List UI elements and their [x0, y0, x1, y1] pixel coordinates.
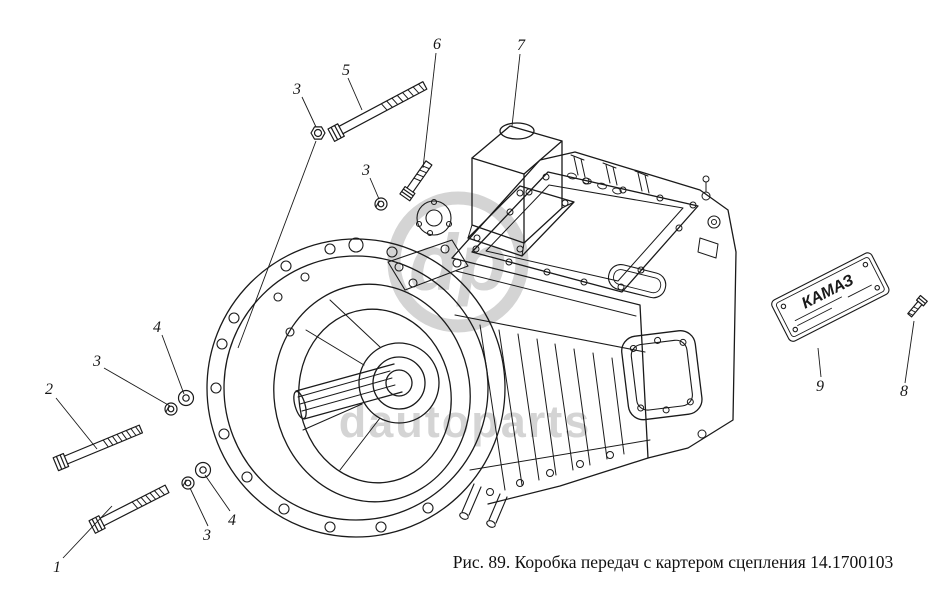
nameplate: КАМАЗ: [771, 252, 890, 342]
callout-4b: 4: [228, 512, 236, 529]
housing-webs: [302, 299, 381, 471]
callout-6: 6: [433, 36, 441, 53]
callout-1: 1: [53, 559, 61, 576]
leader-3c: [237, 96, 317, 349]
oil-holes: [567, 172, 622, 195]
leader-1: [62, 505, 113, 559]
input-shaft: [293, 342, 440, 424]
figure-caption: Рис. 89. Коробка передач с картером сцеп…: [453, 552, 894, 572]
leader-7: [511, 53, 521, 127]
leader-6: [422, 52, 437, 169]
front-pad: [387, 239, 469, 291]
leader-9: [817, 347, 822, 378]
top-studs: [570, 154, 650, 194]
clutch-housing: [206, 237, 506, 538]
callout-8: 8: [900, 383, 908, 400]
spring-washer-3a: [164, 402, 178, 416]
leader-2: [55, 397, 98, 450]
spring-washer-3d: [374, 197, 388, 211]
bolt-6: [399, 160, 433, 202]
ribs: [479, 324, 625, 491]
breather: [701, 175, 711, 201]
nameplate-brand: КАМАЗ: [799, 272, 857, 313]
callout-leaders: [55, 52, 915, 559]
bolt-5: [327, 81, 428, 142]
flange-bolt-holes: [210, 243, 434, 533]
bearing-flange: [415, 198, 453, 237]
spring-washer-3c: [310, 126, 326, 140]
flat-washer-4b: [194, 461, 212, 479]
spring-washer-3b: [181, 476, 195, 490]
pto-opening-top: [607, 263, 667, 299]
callout-5: 5: [342, 62, 350, 79]
leader-3b: [189, 487, 209, 527]
callout-3a: 3: [92, 353, 101, 370]
flat-washer-4a: [177, 389, 195, 407]
leader-8: [904, 320, 915, 384]
watermark-logo-icon: dp: [387, 191, 529, 333]
leader-3d: [369, 177, 380, 200]
callout-9: 9: [816, 378, 824, 395]
bottom-flange-bolts: [486, 451, 614, 496]
callout-3d: 3: [361, 162, 370, 179]
leader-4a: [161, 334, 185, 395]
shift-tower-cover: [467, 122, 575, 257]
leader-4b: [204, 474, 231, 512]
lower-studs: [459, 483, 508, 528]
callout-4a: 4: [153, 319, 161, 336]
screw-8: [907, 294, 928, 318]
leader-3a: [103, 367, 171, 407]
inspection-cover: [621, 330, 703, 421]
callout-3c: 3: [292, 81, 301, 98]
top-cover-plate: [471, 171, 699, 293]
gearbox-body: [387, 151, 737, 528]
watermark-text: dautoparts: [339, 396, 592, 447]
nameplate-fine-print-lines: [794, 284, 872, 326]
bolt-1: [88, 484, 170, 534]
leader-5: [347, 77, 363, 111]
callout-7: 7: [517, 37, 526, 54]
callout-labels: 1 2 3 4 3 4 5 3 3 6 7 8 9: [45, 36, 908, 576]
callout-3b: 3: [202, 527, 211, 544]
bolt-2: [52, 424, 144, 472]
callout-2: 2: [45, 381, 53, 398]
